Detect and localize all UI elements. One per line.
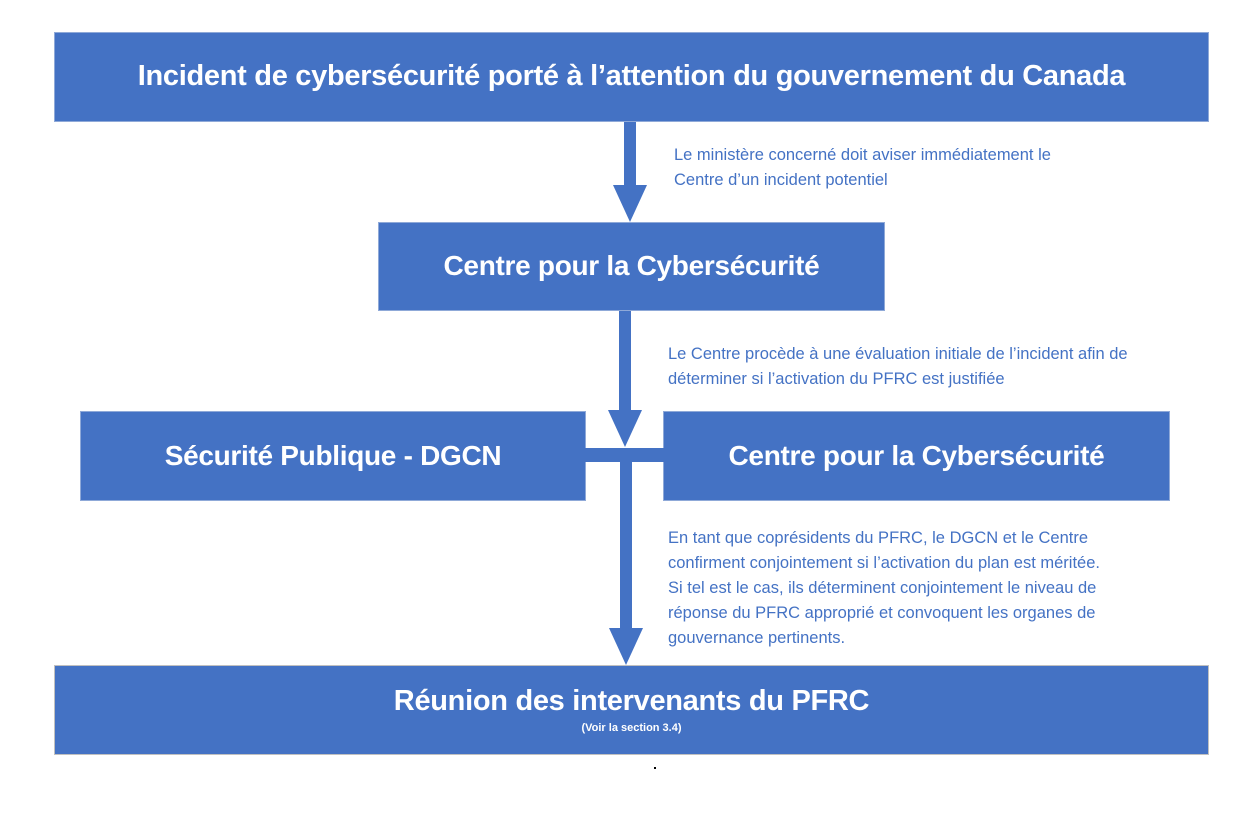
- stray-dot: [654, 767, 656, 769]
- centre-right-title: Centre pour la Cybersécurité: [728, 439, 1105, 471]
- connector-horizontal: [585, 448, 664, 462]
- arrow-1-shaft: [624, 122, 636, 186]
- centre-top-box: Centre pour la Cybersécurité: [378, 222, 885, 311]
- incident-box: Incident de cybersécurité porté à l’atte…: [54, 32, 1209, 122]
- centre-top-title: Centre pour la Cybersécurité: [443, 250, 820, 282]
- note-step-2: Le Centre procède à une évaluation initi…: [668, 345, 1128, 388]
- reunion-subtitle: (Voir la section 3.4): [581, 721, 682, 734]
- securite-publique-box: Sécurité Publique - DGCN: [80, 411, 586, 501]
- note-step-1: Le ministère concerné doit aviser immédi…: [674, 146, 1051, 189]
- securite-publique-title: Sécurité Publique - DGCN: [164, 439, 502, 471]
- arrow-2-shaft: [619, 311, 631, 411]
- reunion-title: Réunion des intervenants du PFRC: [393, 685, 870, 718]
- incident-title: Incident de cybersécurité porté à l’atte…: [137, 60, 1126, 93]
- arrow-3-head-icon: [609, 628, 643, 665]
- arrow-1-head-icon: [613, 185, 647, 222]
- arrow-2-head-icon: [608, 410, 642, 447]
- centre-right-box: Centre pour la Cybersécurité: [663, 411, 1170, 501]
- note-step-3: En tant que coprésidents du PFRC, le DGC…: [668, 529, 1100, 647]
- reunion-box: Réunion des intervenants du PFRC (Voir l…: [54, 665, 1209, 755]
- arrow-3-shaft: [620, 462, 632, 630]
